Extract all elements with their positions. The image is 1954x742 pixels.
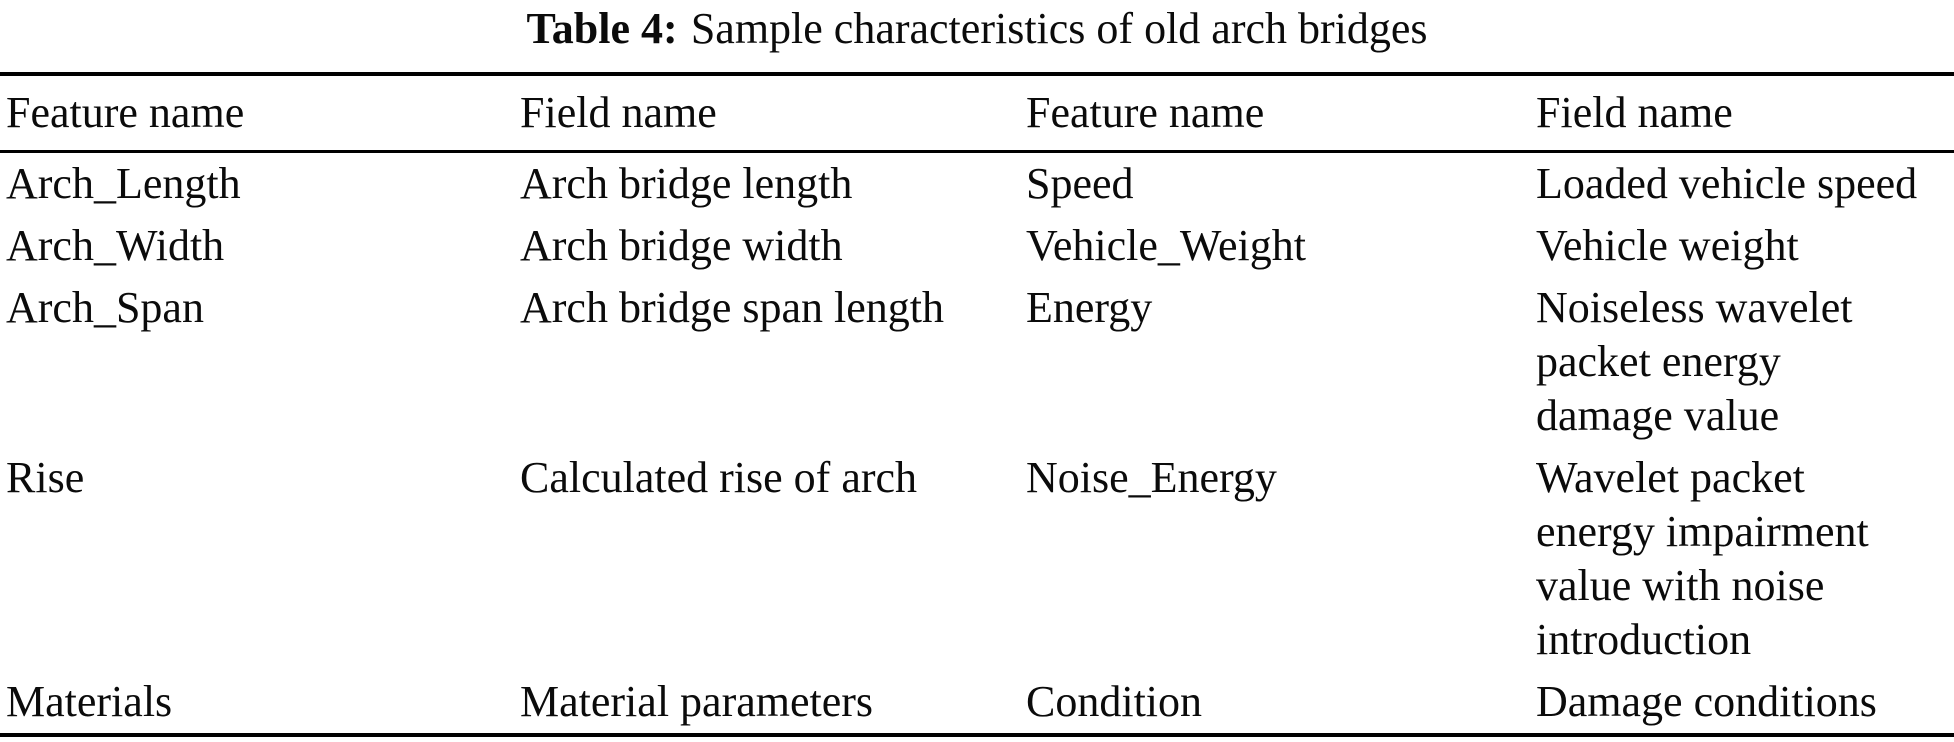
cell-feature-name: Rise [6,453,85,502]
cell-feature-name: Speed [1026,159,1134,208]
cell-field-name: Material parameters [520,677,874,726]
table-row-arch-length: Arch_Length Arch bridge length Speed Loa… [0,152,1954,216]
cell-feature-name: Noise_Energy [1026,453,1277,502]
table-row-arch-width: Arch_Width Arch bridge width Vehicle_Wei… [0,215,1954,277]
cell-feature-name: Arch_Span [6,283,204,332]
table-caption: Table 4:Sample characteristics of old ar… [0,4,1954,54]
cell-field-name: Loaded vehicle speed [1536,159,1918,208]
column-header-feature-name-2: Feature name [1026,88,1265,137]
cell-field-name: Noiseless wavelet packet energy damage v… [1536,283,1853,440]
sample-characteristics-table: Feature name Field name Feature name Fie… [0,72,1954,737]
cell-field-name: Wavelet packet energy impairment value w… [1536,453,1869,664]
cell-feature-name: Condition [1026,677,1203,726]
cell-feature-name: Arch_Length [6,159,241,208]
cell-field-name: Arch bridge width [520,221,843,270]
paper-page: Table 4:Sample characteristics of old ar… [0,4,1954,742]
cell-field-name: Arch bridge span length [520,283,944,332]
table-caption-label: Table 4: [526,4,678,53]
header-row: Feature name Field name Feature name Fie… [0,74,1954,152]
cell-field-name: Arch bridge length [520,159,853,208]
cell-field-name: Vehicle weight [1536,221,1799,270]
table-row-rise: Rise Calculated rise of arch Noise_Energ… [0,447,1954,671]
table-caption-text: Sample characteristics of old arch bridg… [690,4,1428,53]
column-header-field-name-2: Field name [1536,88,1733,137]
cell-field-name: Calculated rise of arch [520,453,918,502]
column-header-field-name-1: Field name [520,88,717,137]
table-row-arch-span: Arch_Span Arch bridge span length Energy… [0,277,1954,447]
column-header-feature-name-1: Feature name [6,88,245,137]
cell-feature-name: Materials [6,677,173,726]
cell-feature-name: Energy [1026,283,1153,332]
cell-feature-name: Vehicle_Weight [1026,221,1306,270]
table-row-materials: Materials Material parameters Condition … [0,671,1954,735]
cell-field-name: Damage conditions [1536,677,1877,726]
cell-feature-name: Arch_Width [6,221,225,270]
